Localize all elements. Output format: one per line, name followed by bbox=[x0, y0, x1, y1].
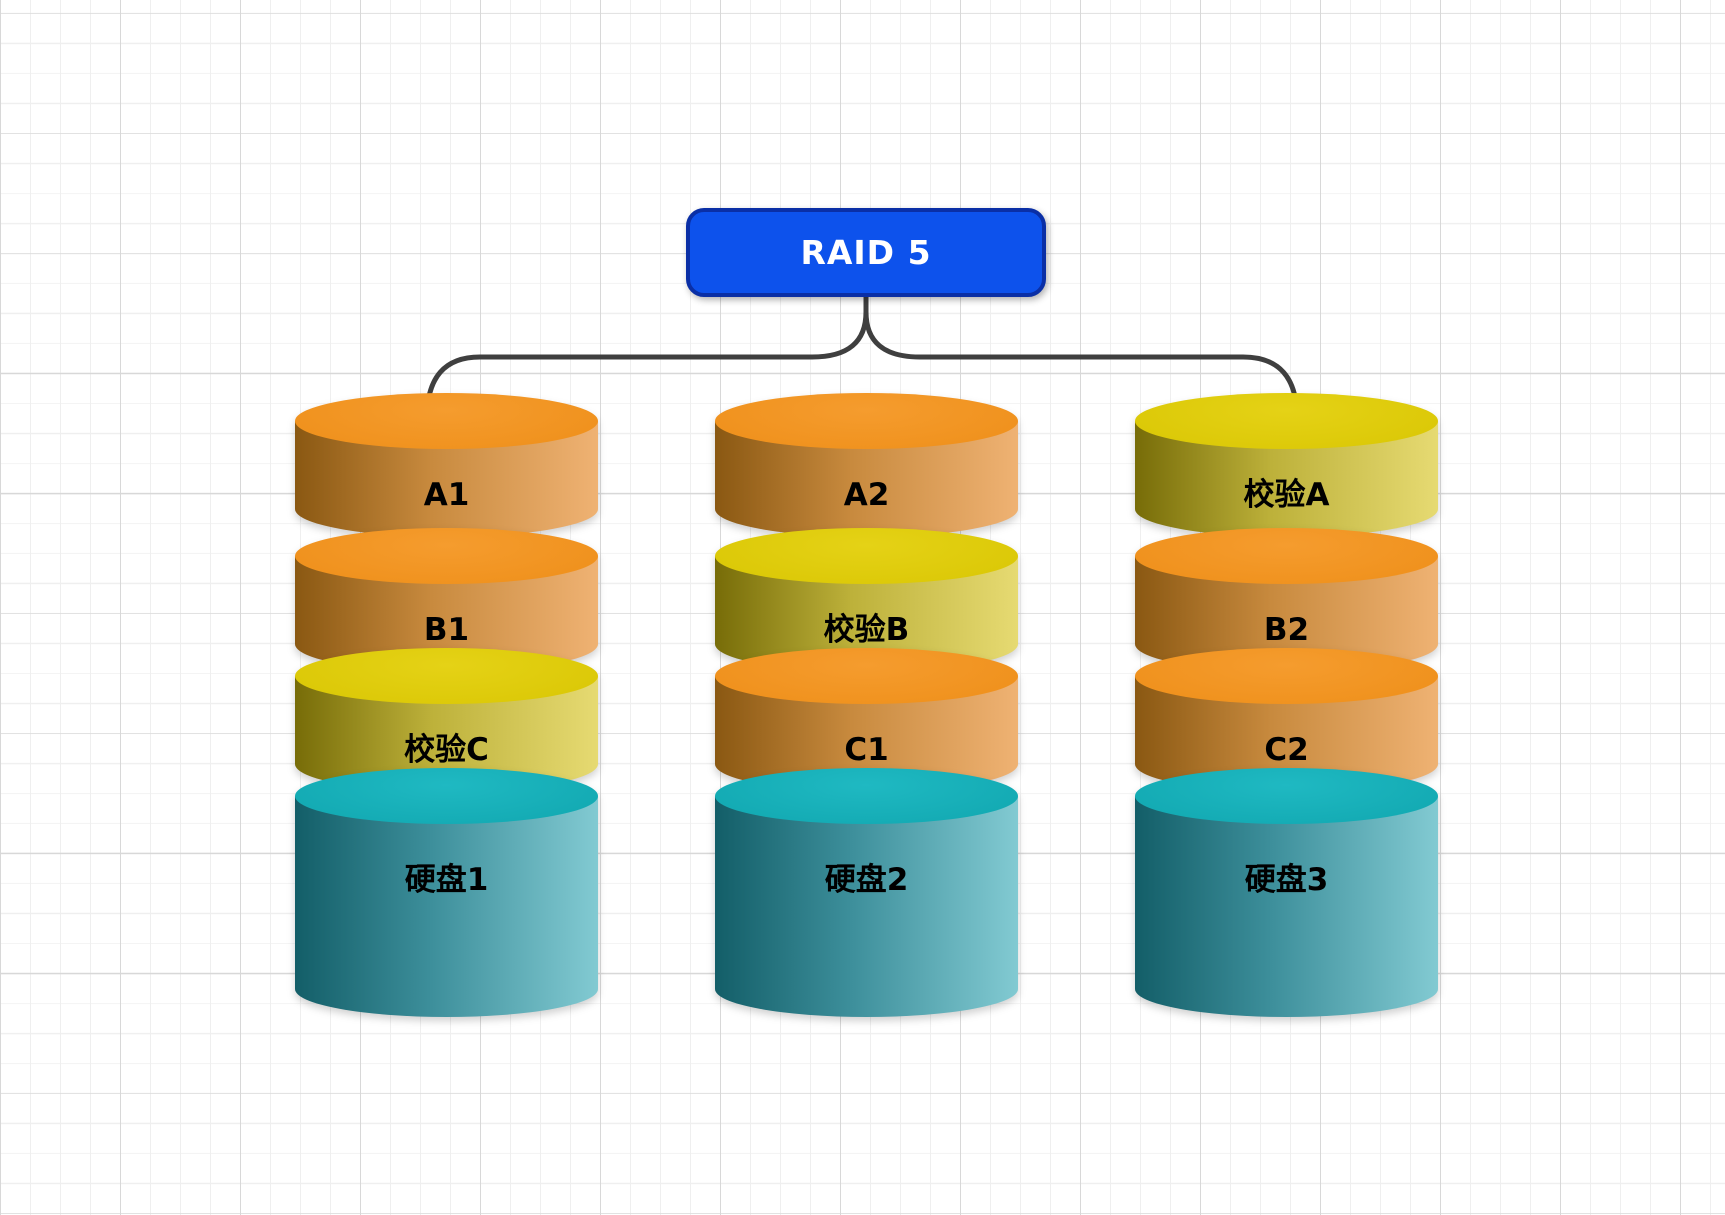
block-parity-c[interactable]: 校验C bbox=[295, 648, 598, 792]
block-label: B2 bbox=[1263, 612, 1310, 648]
cylinder-top bbox=[715, 648, 1018, 704]
disk-2-cylinder[interactable]: 硬盘2 bbox=[715, 768, 1018, 1017]
cylinder-top bbox=[295, 393, 598, 449]
disk-3-cylinder[interactable]: 硬盘3 bbox=[1135, 768, 1438, 1017]
cylinder-top bbox=[715, 393, 1018, 449]
cylinder-top bbox=[715, 528, 1018, 584]
cylinder-side bbox=[715, 796, 1018, 1017]
block-a1[interactable]: A1 bbox=[295, 393, 598, 537]
cylinder-top bbox=[295, 768, 598, 824]
block-label: 校验C bbox=[404, 732, 489, 768]
disk-column-3: 校验A B2 C2 硬盘3 bbox=[1135, 393, 1438, 1023]
cylinder-side bbox=[295, 796, 598, 1017]
block-parity-a[interactable]: 校验A bbox=[1135, 393, 1438, 537]
disk-column-1: A1 B1 校验C 硬盘1 bbox=[295, 393, 598, 1023]
block-parity-b[interactable]: 校验B bbox=[715, 528, 1018, 672]
block-label: A2 bbox=[843, 477, 890, 513]
block-b1[interactable]: B1 bbox=[295, 528, 598, 672]
disk-name-label: 硬盘1 bbox=[404, 862, 489, 898]
cylinder-side bbox=[1135, 796, 1438, 1017]
block-label: 校验A bbox=[1243, 477, 1330, 513]
cylinder-top bbox=[295, 528, 598, 584]
disk-1-cylinder[interactable]: 硬盘1 bbox=[295, 768, 598, 1017]
block-label: 校验B bbox=[823, 612, 910, 648]
cylinder-top bbox=[715, 768, 1018, 824]
block-c2[interactable]: C2 bbox=[1135, 648, 1438, 792]
disk-name-label: 硬盘3 bbox=[1244, 862, 1329, 898]
raid5-node[interactable]: RAID 5 bbox=[686, 208, 1046, 297]
block-label: A1 bbox=[423, 477, 470, 513]
cylinder-top bbox=[1135, 648, 1438, 704]
cylinder-top bbox=[1135, 768, 1438, 824]
raid5-label: RAID 5 bbox=[800, 233, 932, 272]
cylinder-top bbox=[295, 648, 598, 704]
cylinder-top bbox=[1135, 528, 1438, 584]
disk-column-2: A2 校验B C1 硬盘2 bbox=[715, 393, 1018, 1023]
block-a2[interactable]: A2 bbox=[715, 393, 1018, 537]
block-label: B1 bbox=[423, 612, 470, 648]
block-label: C1 bbox=[844, 732, 889, 768]
disk-name-label: 硬盘2 bbox=[824, 862, 909, 898]
block-b2[interactable]: B2 bbox=[1135, 528, 1438, 672]
block-label: C2 bbox=[1264, 732, 1309, 768]
cylinder-top bbox=[1135, 393, 1438, 449]
